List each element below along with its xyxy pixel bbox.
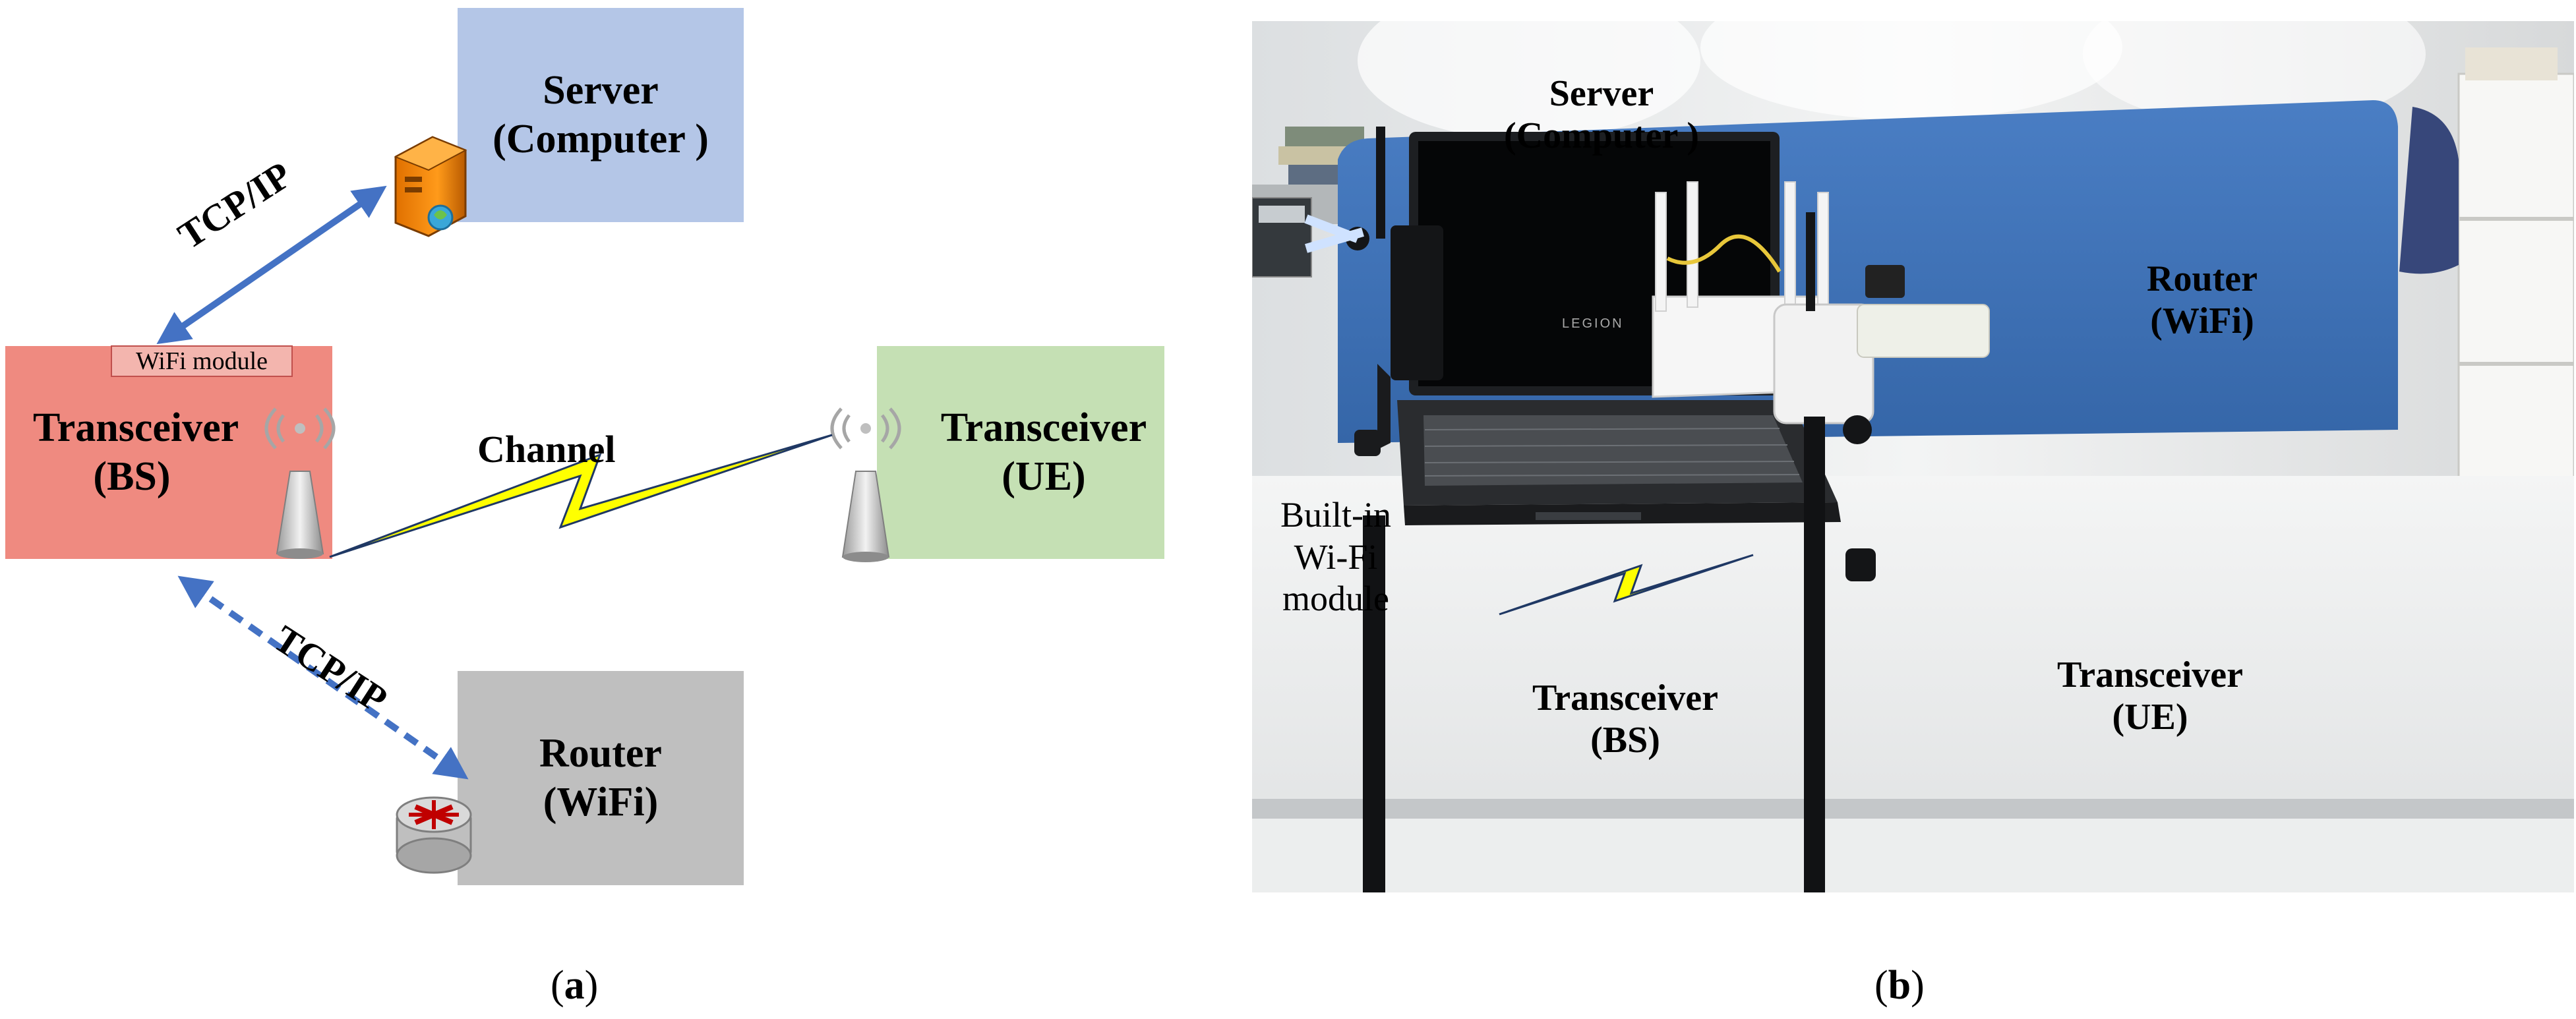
panel-a-caption: (a) — [551, 962, 598, 1009]
caption-a-open: ( — [551, 963, 564, 1008]
photo-router-line1: Router — [2147, 258, 2258, 299]
bs-label-line2: (BS) — [93, 453, 171, 499]
panel-b-photo: LEGION Server (Computer ) Router (WiFi) … — [1252, 21, 2574, 892]
transceiver-bs-box: Transceiver (BS) — [5, 346, 332, 559]
photo-builtin-line3: module — [1282, 579, 1389, 619]
channel-lightning-icon — [329, 434, 833, 558]
photo-ue-line1: Transceiver — [2057, 655, 2243, 695]
ue-antenna-icon — [830, 407, 901, 562]
panel-a-graphics — [156, 136, 901, 874]
photo-server-line2: (Computer ) — [1503, 115, 1700, 157]
caption-a-close: ) — [584, 963, 599, 1008]
server-label-line2: (Computer ) — [493, 116, 709, 161]
photo-router-line2: (WiFi) — [2150, 301, 2254, 342]
photo-ue-line2: (UE) — [2112, 697, 2188, 738]
photo-bs-label: Transceiver (BS) — [1500, 677, 1751, 762]
caption-b-open: ( — [1874, 963, 1888, 1008]
router-label-line1: Router — [539, 731, 662, 776]
photo-server-line1: Server — [1549, 73, 1654, 114]
channel-label: Channel — [477, 428, 616, 471]
bs-label-line1: Transceiver — [33, 405, 239, 451]
photo-ue-label: Transceiver (UE) — [2025, 654, 2275, 739]
laptop-brand-label: LEGION — [1562, 316, 1624, 331]
ue-label-line2: (UE) — [1002, 453, 1086, 499]
server-box: Server (Computer ) — [458, 8, 744, 222]
panel-b-caption: (b) — [1874, 962, 1925, 1009]
server-icon — [394, 136, 467, 237]
photo-builtin-label: Built-in Wi-Fi module — [1260, 494, 1412, 620]
transceiver-ue-box: Transceiver (UE) — [877, 346, 1164, 559]
bs-antenna-icon — [264, 407, 336, 559]
tcp-arrow-bottom — [177, 575, 469, 780]
ue-label-line1: Transceiver — [940, 405, 1147, 451]
photo-scene — [1252, 21, 2574, 892]
caption-a-letter: a — [564, 963, 585, 1008]
tcp-arrow-top — [156, 185, 387, 345]
photo-bs-line2: (BS) — [1590, 720, 1660, 761]
photo-builtin-line2: Wi-Fi — [1294, 537, 1378, 577]
wifi-module-label: WiFi module — [111, 345, 293, 377]
photo-server-label: Server (Computer ) — [1473, 73, 1730, 158]
router-box: Router (WiFi) — [458, 671, 744, 885]
photo-builtin-line1: Built-in — [1280, 495, 1391, 535]
photo-bs-line1: Transceiver — [1532, 678, 1718, 718]
photo-router-label: Router (WiFi) — [2120, 258, 2285, 343]
router-label-line2: (WiFi) — [543, 779, 659, 825]
caption-b-letter: b — [1888, 963, 1911, 1008]
server-label-line1: Server — [543, 68, 659, 113]
router-icon — [396, 796, 472, 874]
caption-b-close: ) — [1911, 963, 1925, 1008]
